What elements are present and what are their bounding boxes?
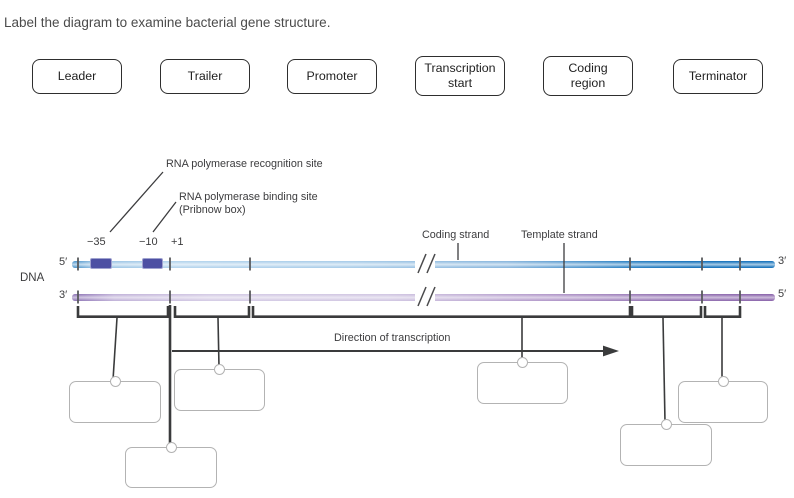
chip-label: Promoter: [306, 69, 358, 84]
chip-promoter[interactable]: Promoter: [287, 59, 377, 94]
annotation-pointer-lines: [109, 171, 565, 293]
strand-tick-marks: [77, 257, 741, 304]
chip-label: Coding region: [568, 61, 608, 90]
chip-label: Trailer: [187, 69, 223, 84]
drop-target-knob: [165, 442, 177, 453]
label-plus-1: +1: [171, 236, 184, 248]
strand-break-slashes: [415, 253, 436, 307]
drop-target-4[interactable]: [477, 357, 568, 404]
label-pribnow-box: (Pribnow box): [179, 204, 246, 216]
chip-leader[interactable]: Leader: [32, 59, 122, 94]
drop-target-knob: [109, 376, 121, 387]
chip-label: Leader: [57, 69, 97, 84]
label-minus-35: −35: [87, 236, 106, 248]
label-minus-10: −10: [139, 236, 158, 248]
label-rna-polymerase-recognition-site: RNA polymerase recognition site: [166, 158, 323, 170]
label-dna: DNA: [20, 272, 45, 284]
label-5-prime-right: 5′: [778, 288, 787, 300]
label-3-prime-right: 3′: [778, 255, 787, 267]
label-template-strand: Template strand: [521, 229, 598, 241]
chip-terminator[interactable]: Terminator: [673, 59, 763, 94]
chip-label: Transcription start: [424, 61, 496, 90]
drop-target-3[interactable]: [125, 442, 217, 488]
label-rna-polymerase-binding-site: RNA polymerase binding site: [179, 191, 318, 203]
label-3-prime-left: 3′: [59, 289, 68, 301]
region-brackets: [76, 306, 742, 318]
label-5-prime-left: 5′: [59, 256, 68, 268]
label-direction-of-transcription: Direction of transcription: [334, 332, 451, 344]
label-coding-strand: Coding strand: [422, 229, 490, 241]
drop-target-5[interactable]: [620, 419, 712, 466]
drop-target-knob: [517, 357, 528, 368]
chip-label: Terminator: [688, 69, 748, 84]
drop-target-knob: [717, 376, 729, 387]
promoter-box-minus35: [90, 258, 112, 269]
drop-target-knob: [660, 419, 672, 430]
drop-target-knob: [214, 364, 225, 375]
chip-transcription-start[interactable]: Transcription start: [415, 56, 505, 96]
promoter-box-minus10: [142, 258, 163, 269]
chip-trailer[interactable]: Trailer: [160, 59, 250, 94]
drop-target-2[interactable]: [174, 364, 265, 411]
drop-target-6[interactable]: [678, 376, 768, 423]
drop-connector-lines: [112, 305, 723, 446]
direction-arrow: [172, 345, 619, 357]
chip-coding-region[interactable]: Coding region: [543, 56, 633, 96]
exercise-prompt: Label the diagram to examine bacterial g…: [4, 15, 331, 30]
drop-target-1[interactable]: [69, 376, 161, 423]
